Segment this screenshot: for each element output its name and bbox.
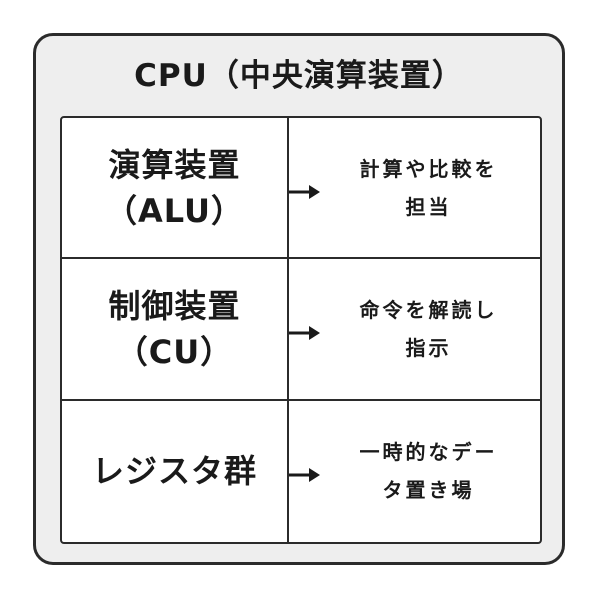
desc-line2: 担当 <box>405 194 452 219</box>
arrow-right-icon <box>289 325 320 340</box>
desc-cell-registers: 一時的なデー タ置き場 <box>289 401 540 542</box>
desc-line1: 一時的なデー <box>359 440 498 465</box>
unit-cell-cu: 制御装置 （CU） <box>62 259 289 401</box>
unit-name-line1: レジスタ群 <box>91 452 257 491</box>
desc-line1: 計算や比較を <box>359 156 498 181</box>
desc-cell-cu: 命令を解読し 指示 <box>289 259 540 401</box>
arrow-right-icon <box>289 468 320 483</box>
unit-name-line1: 演算装置 <box>108 145 241 184</box>
desc-cell-alu: 計算や比較を 担当 <box>289 118 540 260</box>
diagram-title: CPU（中央演算装置） <box>134 58 464 94</box>
arrow-right-icon <box>289 184 320 199</box>
cpu-components-table: 演算装置 （ALU） 計算や比較を 担当 制御装置 （CU） 命令を解読し 指示 <box>60 116 542 544</box>
unit-name-line2: （ALU） <box>104 191 244 230</box>
unit-cell-registers: レジスタ群 <box>62 400 289 542</box>
unit-cell-alu: 演算装置 （ALU） <box>62 118 289 260</box>
unit-name-line1: 制御装置 <box>108 286 241 325</box>
unit-name-line2: （CU） <box>115 332 234 371</box>
cpu-container: CPU（中央演算装置） 演算装置 （ALU） 計算や比較を 担当 制御装置 （C… <box>33 33 565 565</box>
desc-line2: 指示 <box>405 335 452 360</box>
desc-line2: タ置き場 <box>382 478 475 503</box>
desc-line1: 命令を解読し <box>359 297 498 322</box>
